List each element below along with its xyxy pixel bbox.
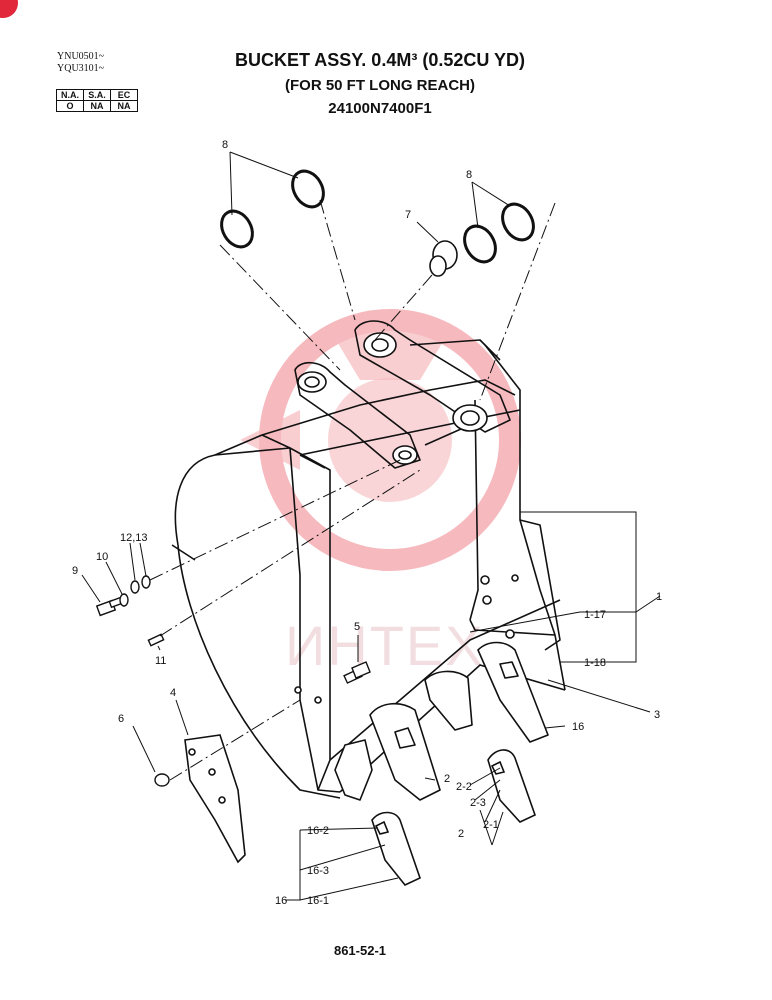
serial-code-2: YQU3101~ [57, 63, 105, 74]
label-10: 10 [96, 551, 108, 563]
watermark-text: ИНТЕХ [285, 614, 485, 677]
title-line-2: (FOR 50 FT LONG REACH) [285, 77, 475, 94]
serial-codes: YNU0501~ YQU3101~ [57, 51, 104, 75]
label-2-1: 2-1 [483, 819, 499, 831]
center-lines [149, 199, 556, 781]
label-9: 9 [72, 565, 78, 577]
label-12-13: 12,13 [120, 532, 148, 544]
label-16-tooth: 16 [572, 721, 584, 733]
label-8-right: 8 [466, 169, 472, 181]
label-4: 4 [170, 687, 176, 699]
label-1-18: 1-18 [584, 657, 606, 669]
bolt-group [95, 575, 371, 787]
side-cutter-4 [184, 734, 246, 864]
title-line-1: BUCKET ASSY. 0.4M³ (0.52CU YD) [234, 50, 526, 70]
bucket-teeth [334, 641, 549, 801]
version-value-ec: NA [110, 100, 138, 112]
part-labels: 8 8 7 1 1-17 1-18 3 16 4 6 9 10 12,13 11… [72, 139, 662, 907]
label-2-bottom: 2 [458, 828, 464, 840]
label-1: 1 [656, 591, 662, 603]
label-8-left: 8 [222, 139, 228, 151]
bucket-body [171, 320, 566, 799]
corner-badge [0, 0, 18, 18]
label-6: 6 [118, 713, 124, 725]
label-2-2: 2-2 [456, 781, 472, 793]
version-table: N.A. S.A. EC O NA NA [56, 89, 138, 112]
label-16-group: 16 [275, 895, 287, 907]
label-3: 3 [654, 709, 660, 721]
label-16-3: 16-3 [307, 865, 329, 877]
serial-code-1: YNU0501~ [57, 51, 105, 62]
label-2: 2 [444, 773, 450, 785]
label-16-2: 16-2 [307, 825, 329, 837]
leader-lines [81, 151, 661, 901]
label-16-1: 16-1 [307, 895, 329, 907]
label-2-3: 2-3 [470, 797, 486, 809]
tooth-detail-16 [371, 811, 421, 886]
o-rings-8 [220, 169, 535, 264]
label-5: 5 [354, 621, 360, 633]
label-7: 7 [405, 209, 411, 221]
page-number: 861-52-1 [333, 943, 387, 958]
pin-bosses [294, 332, 519, 704]
label-11: 11 [155, 655, 166, 667]
title-line-3: 24100N7400F1 [328, 100, 432, 117]
tooth-detail-2 [487, 749, 536, 823]
label-1-17: 1-17 [584, 609, 606, 621]
bushing-7 [429, 240, 458, 277]
